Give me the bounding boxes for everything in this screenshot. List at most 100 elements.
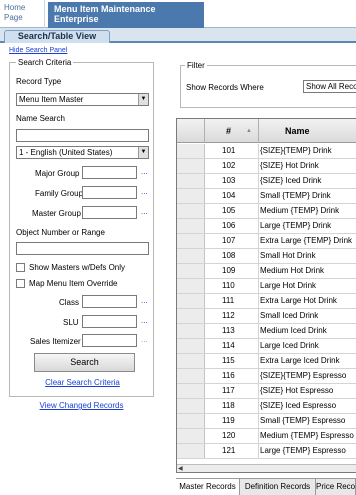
name-search-input[interactable] — [16, 129, 149, 142]
row-selector[interactable] — [177, 294, 205, 308]
sales-itemizer-input[interactable] — [82, 334, 137, 347]
table-row[interactable]: 103{SIZE} Iced Drink — [177, 174, 356, 189]
show-records-select[interactable]: Show All Records — [303, 80, 356, 93]
row-selector[interactable] — [177, 234, 205, 248]
search-button[interactable]: Search — [34, 353, 135, 372]
row-name-cell: Large {TEMP} Espresso — [260, 446, 346, 455]
row-name-cell: Extra Large {TEMP} Drink — [260, 236, 353, 245]
class-input[interactable] — [82, 295, 137, 308]
row-name-cell: Small Iced Drink — [260, 311, 319, 320]
tab-search-table-view[interactable]: Search/Table View — [4, 30, 110, 43]
chevron-down-icon[interactable]: ▼ — [138, 94, 148, 105]
row-selector[interactable] — [177, 159, 205, 173]
slu-input[interactable] — [82, 315, 137, 328]
view-changed-records-link[interactable]: View Changed Records — [39, 401, 124, 410]
row-name-cell: Medium Iced Drink — [260, 326, 327, 335]
record-type-label: Record Type — [16, 77, 62, 86]
row-selector[interactable] — [177, 264, 205, 278]
language-select[interactable]: 1 - English (United States) ▼ — [16, 146, 149, 159]
column-header-name[interactable]: Name — [285, 126, 310, 136]
major-group-lookup-button[interactable]: ... — [141, 167, 148, 176]
row-number-cell: 109 — [205, 264, 259, 278]
master-group-lookup-button[interactable]: ... — [141, 207, 148, 216]
row-name-cell: {SIZE} Iced Drink — [260, 176, 322, 185]
family-group-lookup-button[interactable]: ... — [141, 187, 148, 196]
major-group-input[interactable] — [82, 166, 137, 179]
tab-price-records[interactable]: Price Records — [316, 479, 356, 495]
row-selector[interactable] — [177, 279, 205, 293]
row-selector[interactable] — [177, 399, 205, 413]
chevron-down-icon[interactable]: ▼ — [138, 147, 148, 158]
row-name-cell: {SIZE} Iced Espresso — [260, 401, 337, 410]
table-row[interactable]: 118{SIZE} Iced Espresso — [177, 399, 356, 414]
row-name-cell: Small Hot Drink — [260, 251, 316, 260]
row-selector[interactable] — [177, 249, 205, 263]
show-records-where-label: Show Records Where — [186, 83, 264, 92]
home-page-link[interactable]: Home Page — [4, 3, 26, 22]
map-menu-item-checkbox[interactable] — [16, 279, 25, 288]
object-number-input[interactable] — [16, 242, 149, 255]
row-selector[interactable] — [177, 384, 205, 398]
row-name-cell: {SIZE}{TEMP} Drink — [260, 146, 332, 155]
table-row[interactable]: 116{SIZE}{TEMP} Espresso — [177, 369, 356, 384]
row-selector[interactable] — [177, 324, 205, 338]
sales-itemizer-lookup-button[interactable]: ... — [141, 335, 148, 344]
class-lookup-button[interactable]: ... — [141, 296, 148, 305]
row-selector[interactable] — [177, 309, 205, 323]
row-selector[interactable] — [177, 204, 205, 218]
row-selector[interactable] — [177, 414, 205, 428]
row-selector[interactable] — [177, 219, 205, 233]
row-number-cell: 120 — [205, 429, 259, 443]
record-type-select[interactable]: Menu Item Master ▼ — [16, 93, 149, 106]
table-row[interactable]: 102{SIZE} Hot Drink — [177, 159, 356, 174]
row-selector[interactable] — [177, 429, 205, 443]
row-name-cell: {SIZE} Hot Drink — [260, 161, 319, 170]
row-selector[interactable] — [177, 354, 205, 368]
clear-search-criteria-link[interactable]: Clear Search Criteria — [45, 378, 120, 387]
table-row[interactable]: 101{SIZE}{TEMP} Drink — [177, 144, 356, 159]
row-selector[interactable] — [177, 189, 205, 203]
arrow-left-icon[interactable]: ◀ — [178, 466, 183, 472]
column-number-label: # — [226, 126, 232, 136]
table-row[interactable]: 117{SIZE} Hot Espresso — [177, 384, 356, 399]
row-number-cell: 101 — [205, 144, 259, 158]
master-group-input[interactable] — [82, 206, 137, 219]
show-masters-checkbox[interactable] — [16, 263, 25, 272]
slu-lookup-button[interactable]: ... — [141, 316, 148, 325]
filter-panel: Filter Show Records Where Show All Recor… — [180, 61, 356, 108]
row-selector[interactable] — [177, 174, 205, 188]
tab-master-records[interactable]: Master Records — [176, 479, 240, 495]
slu-label: SLU — [63, 318, 79, 327]
row-selector[interactable] — [177, 339, 205, 353]
row-number-cell: 119 — [205, 414, 259, 428]
row-number-cell: 102 — [205, 159, 259, 173]
row-number-cell: 115 — [205, 354, 259, 368]
row-name-cell: Medium {TEMP} Drink — [260, 206, 340, 215]
row-selector[interactable] — [177, 144, 205, 158]
row-selector[interactable] — [177, 444, 205, 458]
search-criteria-panel: Search Criteria Record Type Menu Item Ma… — [9, 58, 154, 397]
hide-search-panel-link[interactable]: Hide Search Panel — [9, 47, 68, 54]
grid-header: # ▲ Name — [177, 119, 356, 143]
row-selector[interactable] — [177, 369, 205, 383]
family-group-input[interactable] — [82, 186, 137, 199]
tab-definition-records[interactable]: Definition Records — [240, 479, 316, 495]
column-header-number[interactable]: # ▲ — [205, 119, 259, 143]
horizontal-scrollbar[interactable]: ◀ — [177, 464, 356, 472]
